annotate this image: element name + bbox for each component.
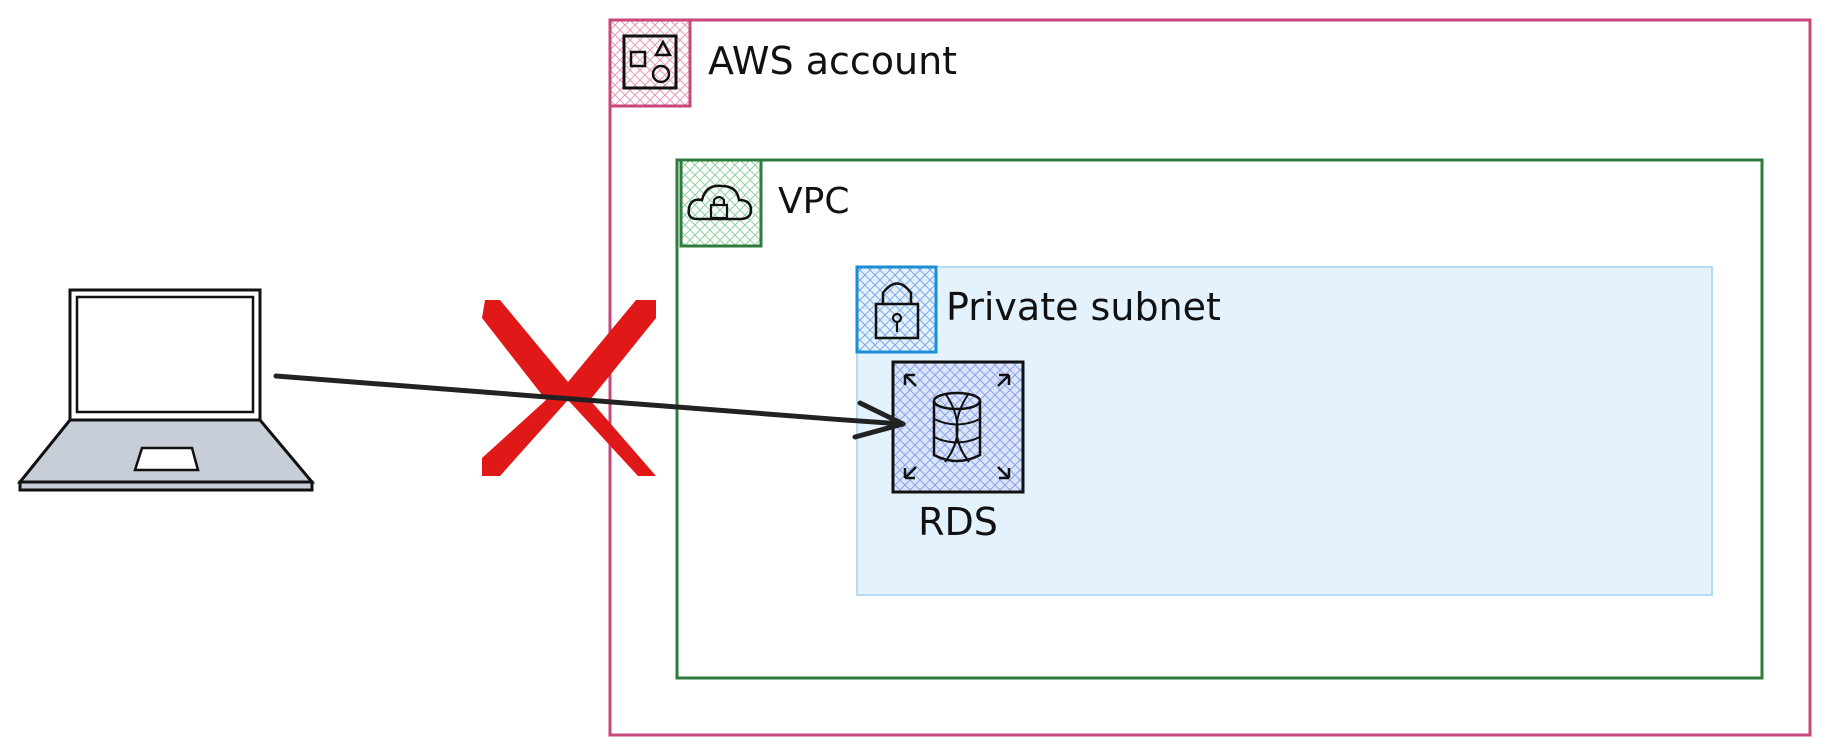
rds-label: RDS [918, 500, 998, 544]
laptop-icon [16, 288, 316, 492]
red-x-icon [482, 300, 656, 476]
rds-database-icon [891, 360, 1025, 494]
rds-node[interactable]: RDS [891, 360, 1025, 544]
vpc-label: VPC [778, 181, 849, 222]
aws-account-shapes-icon [608, 18, 692, 108]
blocked-connection-arrow [273, 373, 906, 440]
private-subnet-label: Private subnet [946, 285, 1221, 329]
padlock-icon [855, 265, 938, 354]
vpc-container: VPC [675, 158, 1764, 680]
cloud-lock-icon [679, 158, 763, 248]
aws-account-container: AWS account [608, 18, 1812, 737]
aws-account-label: AWS account [708, 39, 957, 83]
